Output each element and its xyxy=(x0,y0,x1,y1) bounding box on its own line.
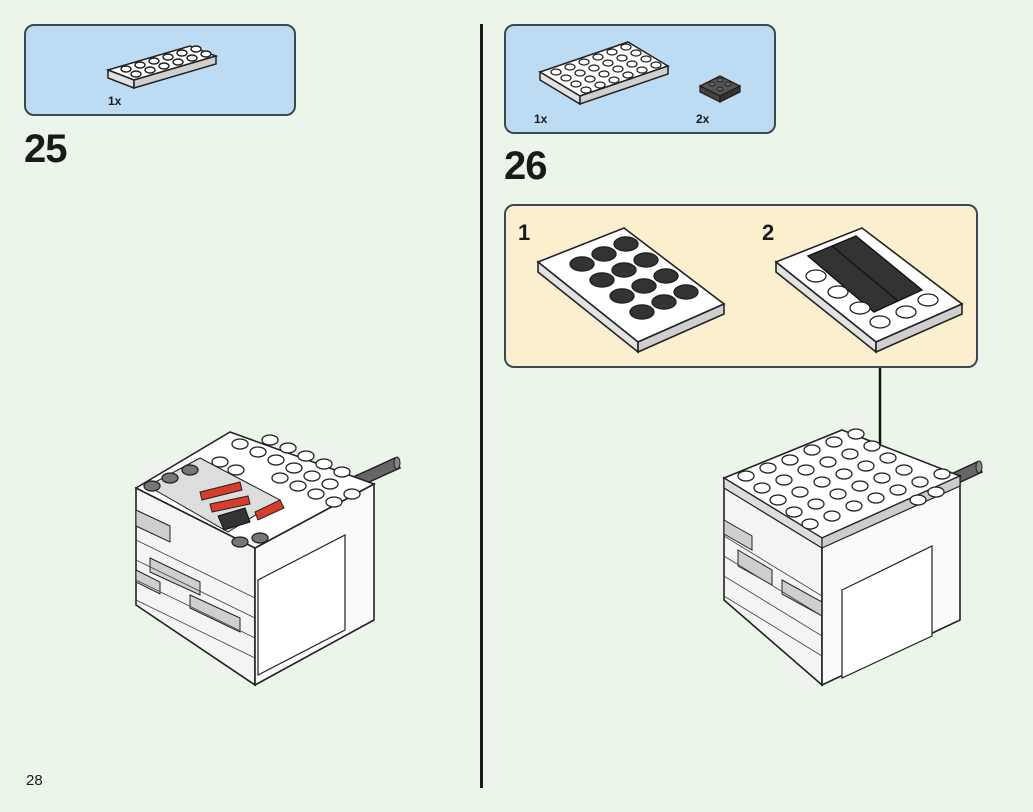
white-plate-4x6-icon xyxy=(538,41,670,106)
step-25-parts-callout: 1x xyxy=(24,24,296,116)
substep-number: 1 xyxy=(518,220,531,245)
dark-gray-tile-2x2-icon xyxy=(698,75,742,104)
part-quantity: 2x xyxy=(696,112,710,126)
step-number: 26 xyxy=(504,144,547,188)
page-divider xyxy=(480,24,483,788)
page-number: 28 xyxy=(26,772,43,789)
white-plate-2x6-icon xyxy=(105,45,219,90)
part-quantity: 1x xyxy=(534,112,548,126)
model-assembly-step-26 xyxy=(722,428,984,687)
model-assembly-step-25 xyxy=(134,431,402,687)
part-quantity: 1x xyxy=(108,94,122,108)
step-26-parts-callout: 1x 2x xyxy=(504,24,776,134)
substep-2-plate-with-tiles-icon xyxy=(774,227,964,354)
substep-number: 2 xyxy=(762,220,775,245)
substep-1-plate-icon xyxy=(536,227,726,354)
substep-panel: 1 2 xyxy=(504,204,978,368)
step-number: 25 xyxy=(24,127,67,171)
